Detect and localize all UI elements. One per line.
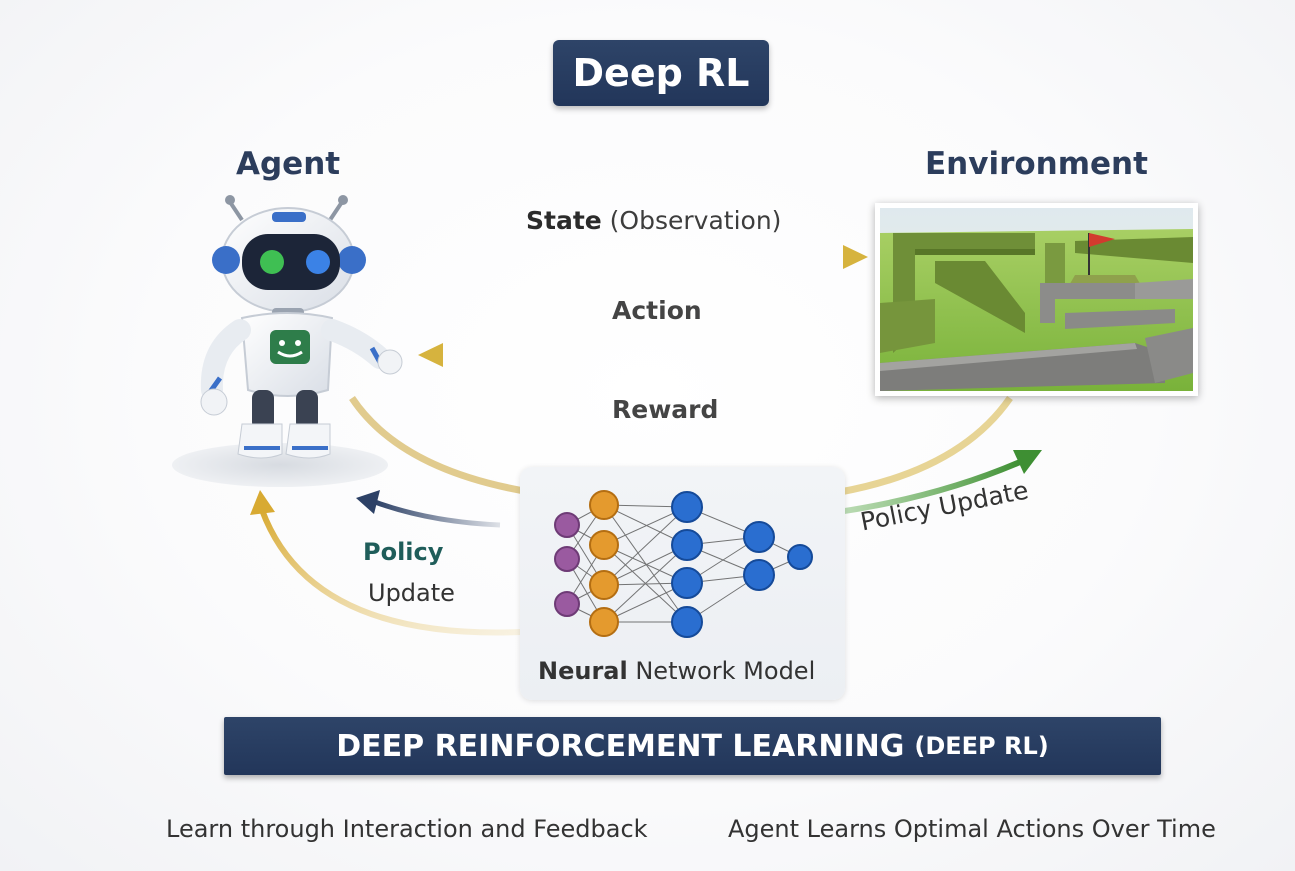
policy-arrowhead-green: [1013, 450, 1042, 474]
stone-wall: [1065, 309, 1175, 329]
network-node-input: [554, 591, 580, 617]
tagline-left: Learn through Interaction and Feedback: [166, 815, 648, 843]
robot-arm-left: [200, 319, 251, 401]
reward-arc-right: [839, 396, 1013, 496]
network-node-input: [554, 546, 580, 572]
robot-base-shadow: [172, 443, 388, 487]
banner-paren-text: (DEEP RL): [914, 732, 1049, 760]
robot-visor: [242, 234, 340, 290]
network-node-hidden: [589, 607, 619, 637]
reward-label: Reward: [612, 395, 719, 424]
hedge-wall: [935, 261, 1025, 333]
policy-label-left-line1: Policy: [363, 538, 444, 566]
network-node-input: [554, 512, 580, 538]
bottom-banner: DEEP REINFORCEMENT LEARNING (DEEP RL): [224, 717, 1161, 775]
state-arrowhead: [843, 245, 868, 269]
policy-arrowhead-gold: [250, 490, 275, 515]
action-arrowhead: [418, 343, 443, 367]
title-banner: Deep RL: [553, 40, 769, 106]
hidden-layer-1: [589, 490, 619, 637]
state-label-rest: (Observation): [601, 206, 782, 235]
action-label: Action: [612, 296, 702, 325]
network-node-hidden: [671, 491, 703, 523]
hedge-wall: [1075, 237, 1193, 263]
network-node-hidden: [671, 606, 703, 638]
network-node-hidden: [589, 570, 619, 600]
banner-main-text: DEEP REINFORCEMENT LEARNING: [336, 728, 905, 764]
agent-label: Agent: [236, 146, 341, 182]
policy-label-left-line2: Update: [368, 579, 455, 607]
environment-label: Environment: [925, 146, 1148, 182]
network-node-hidden: [671, 567, 703, 599]
robot-chest-screen: [270, 330, 310, 364]
hidden-layer-3: [743, 521, 775, 591]
state-label: State (Observation): [526, 206, 781, 235]
hedge-wall: [1045, 243, 1065, 288]
robot-eye-left: [260, 250, 284, 274]
maze-environment-illustration: [880, 208, 1193, 391]
robot-eye-right: [306, 250, 330, 274]
stone-wall: [1040, 283, 1135, 323]
hedge-wall: [893, 233, 1035, 353]
environment-frame: [875, 203, 1198, 396]
reward-arc-left: [349, 396, 531, 496]
hidden-layer-2: [671, 491, 703, 638]
network-node-hidden: [671, 529, 703, 561]
robot-leg-left: [237, 423, 283, 459]
neural-network-graph: [554, 490, 813, 638]
network-node-hidden: [589, 530, 619, 560]
network-node-hidden: [743, 521, 775, 553]
network-node-hidden: [589, 490, 619, 520]
robot-leg-right: [285, 423, 331, 459]
goal-flag: [1089, 233, 1115, 247]
tagline-right: Agent Learns Optimal Actions Over Time: [728, 815, 1216, 843]
network-node-hidden: [743, 559, 775, 591]
state-label-bold: State: [526, 206, 602, 235]
input-layer: [554, 512, 580, 617]
network-caption-bold: Neural: [538, 657, 628, 685]
network-caption: Neural Network Model: [538, 657, 815, 685]
network-node-output: [787, 544, 813, 570]
policy-arc-gold: [259, 508, 521, 636]
network-caption-rest: Network Model: [627, 657, 816, 685]
policy-arrowhead-navy: [356, 490, 380, 514]
diagram-title: Deep RL: [572, 51, 750, 95]
robot-agent-illustration: [172, 195, 403, 487]
policy-arrow-navy: [374, 499, 501, 528]
stone-wall: [880, 343, 1165, 391]
